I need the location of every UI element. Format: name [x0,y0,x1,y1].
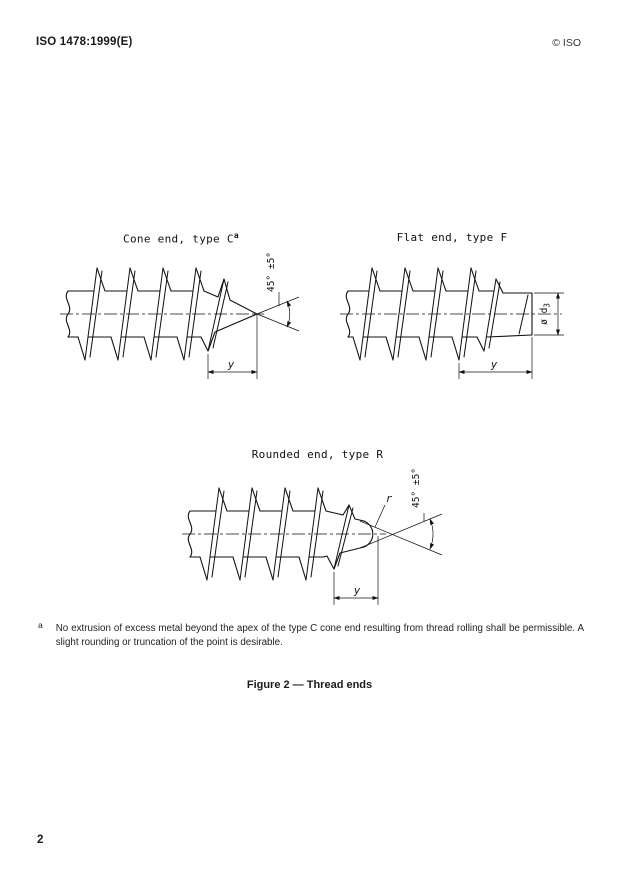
copyright-notice: © ISO [552,37,581,49]
rounded-angle-lines [359,513,443,556]
rounded-dim-y-label: y [353,585,361,597]
cone-extension-lines [207,314,258,379]
rounded-radius-leader [374,504,386,528]
cone-end-footnote-ref: a [233,231,239,240]
rounded-radius-label: r [386,493,393,505]
cone-angle-lines [256,296,300,332]
page-number: 2 [37,834,44,846]
rounded-end-drawing: 45° ±5° r y [174,459,449,619]
flat-dia-label: ø d3 [539,303,552,325]
figure-caption: Figure 2 — Thread ends [246,679,373,691]
cone-angle-label: 45° ±5° [266,252,277,292]
flat-end-drawing: ø d3 y [332,239,572,399]
rounded-end-title: Rounded end, type R [180,448,455,461]
flat-dim-y-label: y [490,359,498,371]
rounded-angle-label: 45° ±5° [411,468,422,508]
rounded-angle-arc [429,518,434,550]
cone-end-title: Cone end, type Ca [50,231,312,246]
rounded-end-title-text: Rounded end, type R [251,448,384,461]
cone-dim-y-label: y [227,359,235,371]
flat-extension-lines [458,337,533,379]
flat-dia-label-sub: 3 [543,303,552,308]
flat-end-title: Flat end, type F [332,231,572,244]
cone-end-title-text: Cone end, type C [123,232,234,246]
footnote-marker: a [38,620,43,630]
document-reference: ISO 1478:1999(E) [36,36,133,48]
cone-angle-arc [286,300,292,328]
footnote-text: No extrusion of excess metal beyond the … [55,623,584,648]
cone-end-drawing: 45° ±5° y [52,239,312,399]
flat-dia-label-main: ø d [539,308,550,325]
flat-end-title-text: Flat end, type F [396,231,508,244]
footnote: a No extrusion of excess metal beyond th… [36,620,584,649]
